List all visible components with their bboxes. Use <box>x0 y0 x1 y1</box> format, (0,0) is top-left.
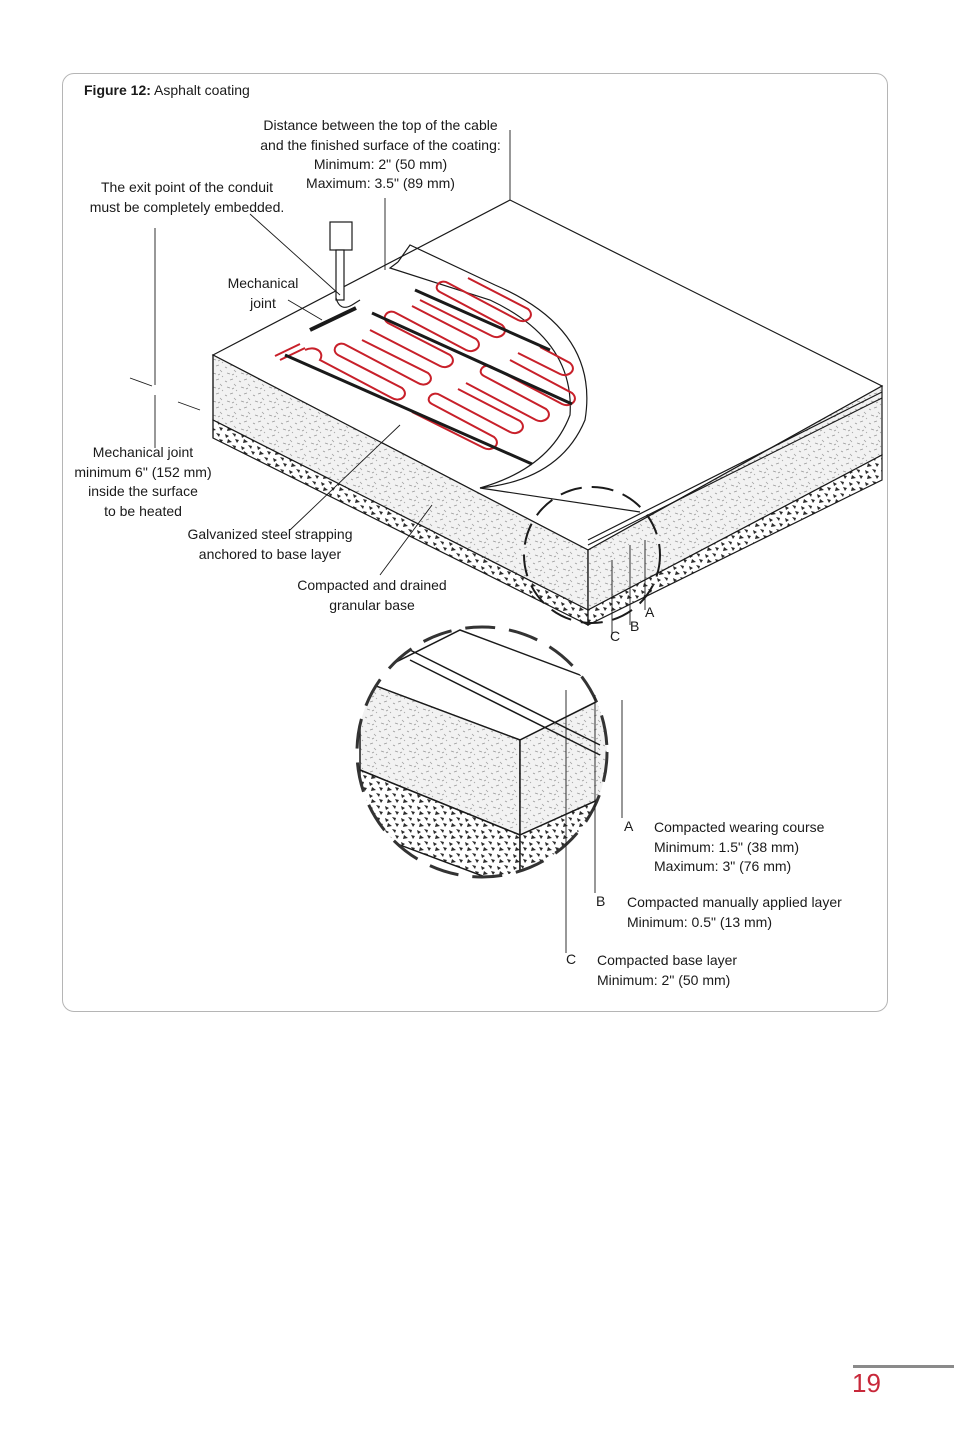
distance-line-3: Minimum: 2" (50 mm) <box>313 156 448 172</box>
joint-min-line-1: Mechanical joint <box>92 444 194 460</box>
small-letter-a: A <box>645 604 655 620</box>
joint-min-line-4: to be heated <box>104 502 182 519</box>
layer-a-name: Compacted wearing course <box>654 819 825 835</box>
figure-caption: Figure 12: Asphalt coating <box>84 82 250 98</box>
layer-c-name: Compacted base layer <box>597 952 738 968</box>
layer-b-letter: B <box>596 893 606 909</box>
granular-base-callout: Compacted and drained granular base <box>288 576 456 615</box>
exit-point-callout: The exit point of the conduit must be co… <box>82 178 292 217</box>
layer-a-max: Maximum: 3" (76 mm) <box>654 858 792 874</box>
mechanical-joint-min-callout: Mechanical joint minimum 6" (152 mm) ins… <box>64 443 222 521</box>
layer-b-name: Compacted manually applied layer <box>627 894 842 910</box>
distance-callout: Distance between the top of the cable an… <box>253 116 508 193</box>
mechanical-joint-callout: Mechanical joint <box>222 274 304 313</box>
steel-strapping <box>284 288 573 466</box>
figure-frame <box>62 73 888 1012</box>
mechanical-joint-line-2: joint <box>250 294 276 311</box>
granular-base-line-2: granular base <box>329 596 415 613</box>
leader-lines <box>129 130 646 635</box>
strapping-line-2: anchored to base layer <box>198 545 342 562</box>
joint-min-line-3: inside the surface <box>88 483 198 499</box>
distance-line-2: and the finished surface of the coating: <box>260 136 501 153</box>
layer-a-letter: A <box>624 818 634 834</box>
small-letter-c: C <box>610 628 621 644</box>
distance-line-1: Distance between the top of the cable <box>263 117 498 133</box>
strapping-line-1: Galvanized steel strapping <box>187 526 353 542</box>
layer-c-letter: C <box>566 951 577 967</box>
page-number: 19 <box>852 1368 881 1398</box>
figure-title: Asphalt coating <box>154 82 250 98</box>
layer-b-description: Compacted manually applied layer Minimum… <box>627 893 842 932</box>
exit-point-line-2: must be completely embedded. <box>89 198 285 215</box>
slab <box>211 199 884 626</box>
mechanical-joint-line-1: Mechanical <box>227 275 299 291</box>
detail-marker-circle <box>523 486 661 624</box>
layer-a-min: Minimum: 1.5" (38 mm) <box>654 838 799 855</box>
distance-line-4: Maximum: 3.5" (89 mm) <box>306 175 455 191</box>
small-letter-b: B <box>630 618 640 634</box>
figure-number: Figure 12: <box>84 82 151 98</box>
heating-cable <box>274 277 576 450</box>
layer-a-description: Compacted wearing course Minimum: 1.5" (… <box>654 818 824 877</box>
strapping-callout: Galvanized steel strapping anchored to b… <box>180 525 360 564</box>
layer-c-description: Compacted base layer Minimum: 2" (50 mm) <box>597 951 737 990</box>
conduit <box>309 221 361 332</box>
exit-point-line-1: The exit point of the conduit <box>101 179 273 195</box>
granular-base-line-1: Compacted and drained <box>297 577 447 593</box>
joint-min-line-2: minimum 6" (152 mm) <box>74 463 212 480</box>
page-rule <box>853 1365 954 1368</box>
zoom-detail <box>355 625 623 953</box>
layer-b-min: Minimum: 0.5" (13 mm) <box>627 913 772 930</box>
layer-c-min: Minimum: 2" (50 mm) <box>597 971 731 988</box>
